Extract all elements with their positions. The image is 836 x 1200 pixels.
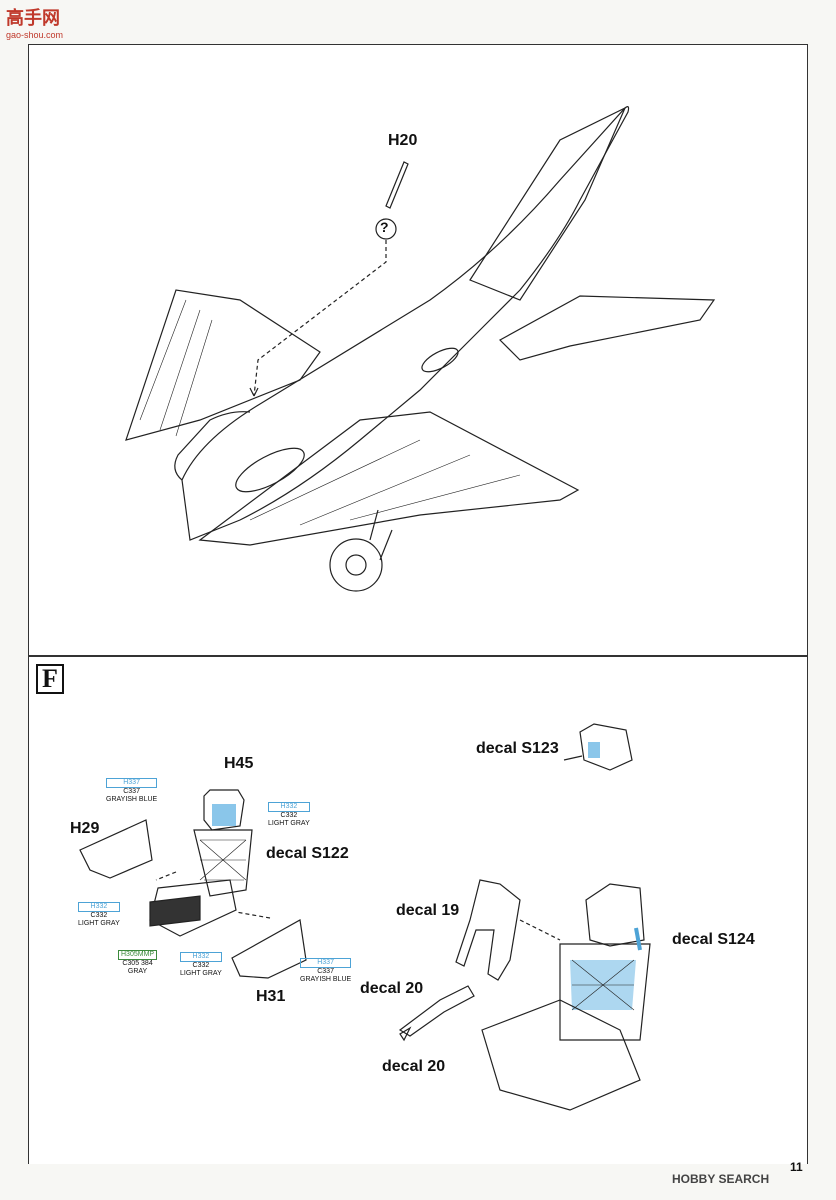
site-logo-text: 高手网	[6, 8, 60, 28]
site-logo: 高手网 gao-shou.com	[6, 4, 63, 40]
color-callout: H337 C337 GRAYISH BLUE	[106, 778, 158, 803]
h20-guide-line	[253, 240, 387, 397]
site-logo-url: gao-shou.com	[6, 30, 64, 40]
decal-20-label-upper: decal 20	[360, 980, 424, 997]
color-callout: H305MMP C305 384 GRAY	[118, 950, 158, 976]
h45-part	[203, 789, 245, 831]
h31-label: H31	[256, 988, 286, 1005]
h20-label: H20	[388, 132, 418, 149]
decal-s122-label: decal S122	[266, 845, 349, 862]
decal-20-label-lower: decal 20	[382, 1058, 446, 1075]
watermark: HOBBY SEARCH	[672, 1172, 770, 1186]
color-callout: H332 C332 LIGHT GRAY	[268, 802, 310, 827]
decal-19-label: decal 19	[396, 902, 460, 919]
large-seat-headrest	[585, 883, 645, 947]
decal-s124-label: decal S124	[672, 931, 755, 948]
decal-19-straps	[455, 879, 521, 981]
large-seat-pan	[481, 999, 641, 1111]
tail-plane	[499, 295, 716, 361]
color-callout: H332 C332 LIGHT GRAY	[180, 952, 222, 977]
color-callout: H332 C332 LIGHT GRAY	[78, 902, 120, 927]
tail-fin	[469, 106, 627, 301]
aircraft-panel	[28, 44, 808, 656]
intake	[235, 447, 305, 493]
h45-label: H45	[224, 755, 254, 772]
fuselage	[181, 106, 630, 541]
h29-label: H29	[70, 820, 100, 837]
nose-wheel	[329, 538, 383, 592]
page-number: 11	[790, 1160, 803, 1174]
left-wing	[125, 289, 321, 441]
s123-seat	[579, 723, 633, 771]
h31-part	[231, 919, 307, 979]
right-wing	[198, 411, 580, 546]
h20-part	[385, 161, 409, 209]
question-mark: ?	[380, 219, 389, 235]
seat-back	[193, 829, 253, 897]
section-letter: F	[36, 664, 64, 694]
h29-part	[79, 819, 153, 879]
decal-s123-label: decal S123	[476, 740, 559, 757]
color-callout: H337 C337 GRAYISH BLUE	[300, 958, 352, 983]
decal-20-strap	[398, 985, 475, 1037]
large-seat-back	[559, 943, 651, 1041]
question-circle	[375, 218, 397, 240]
